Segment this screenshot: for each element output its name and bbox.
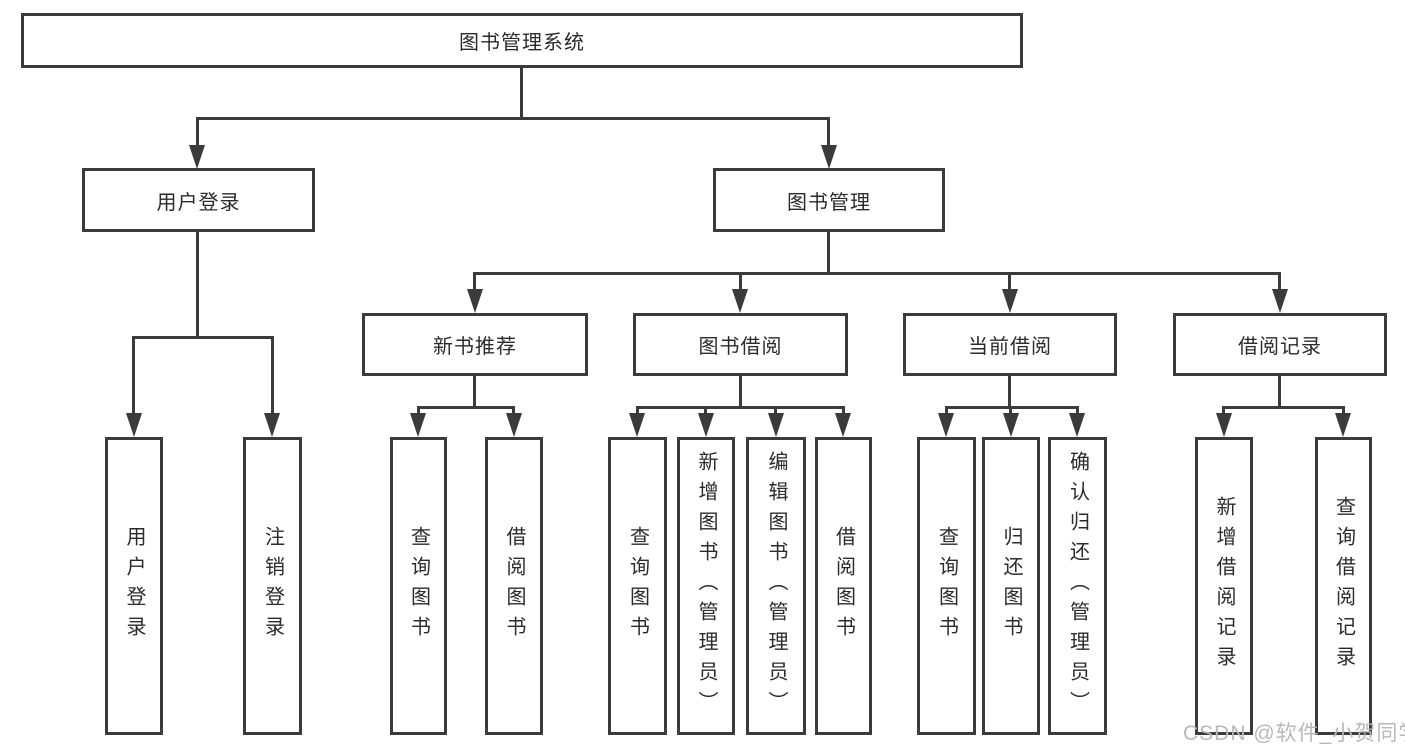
leaf-user-login: 用户登录 <box>105 437 163 735</box>
leaf-query-books-recommend: 查询图书 <box>390 437 447 735</box>
arrow-head <box>938 413 954 437</box>
connector-line <box>512 406 515 416</box>
connector-line <box>1076 406 1079 416</box>
leaf-label: 借阅图书 <box>503 526 525 646</box>
leaf-query-books-current: 查询图书 <box>917 437 976 735</box>
connector-line <box>1008 374 1011 406</box>
connector-line <box>417 406 420 416</box>
node-borrowing-records: 借阅记录 <box>1173 313 1387 376</box>
arrow-head <box>629 413 645 437</box>
arrow-head <box>1069 413 1085 437</box>
connector-line <box>473 374 476 406</box>
connector-line <box>132 336 135 416</box>
leaf-label: 编辑图书（管理员） <box>765 451 787 721</box>
arrow-head <box>126 413 142 437</box>
node-current-borrowing: 当前借阅 <box>903 313 1117 376</box>
leaf-confirm-return-admin: 确认归还（管理员） <box>1048 437 1107 735</box>
leaf-label: 借阅图书 <box>832 526 855 646</box>
leaf-edit-books-admin: 编辑图书（管理员） <box>746 437 806 735</box>
connector-line <box>1009 406 1012 416</box>
arrow-head <box>1003 413 1019 437</box>
arrow-head <box>410 413 426 437</box>
node-book-borrowing: 图书借阅 <box>633 313 848 376</box>
arrow-head <box>768 413 784 437</box>
leaf-borrow-books-recommend: 借阅图书 <box>485 437 543 735</box>
arrow-head <box>698 413 714 437</box>
connector-line <box>739 272 742 291</box>
connector-line <box>473 272 476 291</box>
leaf-query-borrow-record: 查询借阅记录 <box>1315 437 1372 735</box>
leaf-label: 确认归还（管理员） <box>1066 451 1089 721</box>
connector-line <box>196 117 199 147</box>
connector-line <box>1278 374 1281 406</box>
arrow-head <box>1272 289 1288 313</box>
connector-line <box>196 117 830 120</box>
arrow-head <box>821 145 837 169</box>
connector-line <box>520 66 523 117</box>
connector-line <box>827 117 830 147</box>
leaf-label: 归还图书 <box>1000 526 1022 646</box>
connector-line <box>473 272 1281 275</box>
connector-line <box>1008 272 1011 291</box>
connector-line <box>196 230 199 336</box>
node-root-library-system: 图书管理系统 <box>21 13 1023 68</box>
leaf-query-books-borrow: 查询图书 <box>608 437 667 735</box>
connector-line <box>842 406 845 416</box>
connector-line <box>774 406 777 416</box>
leaf-label: 查询图书 <box>407 526 430 646</box>
leaf-label: 注销登录 <box>261 526 284 646</box>
connector-line <box>417 406 515 409</box>
connector-line <box>827 230 830 275</box>
arrow-head <box>835 413 851 437</box>
connector-line <box>1278 272 1281 291</box>
connector-line <box>704 406 707 416</box>
leaf-label: 查询借阅记录 <box>1332 496 1355 676</box>
arrow-head <box>732 289 748 313</box>
leaf-add-books-admin: 新增图书（管理员） <box>677 437 735 735</box>
connector-line <box>1222 406 1345 409</box>
connector-line <box>132 336 274 339</box>
arrow-head <box>264 413 280 437</box>
node-new-book-recommendation: 新书推荐 <box>362 313 588 376</box>
connector-line <box>636 406 639 416</box>
arrow-head <box>467 289 483 313</box>
arrow-head <box>1335 413 1351 437</box>
csdn-watermark: CSDN @软件_小贺同学 <box>1183 722 1405 745</box>
leaf-label: 新增图书（管理员） <box>695 451 717 721</box>
leaf-label: 用户登录 <box>123 526 145 646</box>
connector-line <box>271 336 274 416</box>
connector-line <box>1222 406 1225 416</box>
node-user-login: 用户登录 <box>82 168 315 232</box>
leaf-label: 查询图书 <box>935 526 958 646</box>
connector-line <box>945 406 948 416</box>
leaf-return-books: 归还图书 <box>982 437 1040 735</box>
arrow-head <box>1002 289 1018 313</box>
node-book-management: 图书管理 <box>713 168 945 232</box>
connector-line <box>945 406 1079 409</box>
leaf-add-borrow-record: 新增借阅记录 <box>1195 437 1253 735</box>
arrow-head <box>1216 413 1232 437</box>
connector-line <box>739 374 742 406</box>
leaf-label: 查询图书 <box>626 526 649 646</box>
arrow-head <box>189 145 205 169</box>
leaf-label: 新增借阅记录 <box>1213 496 1235 676</box>
leaf-borrow-books: 借阅图书 <box>815 437 872 735</box>
leaf-logout: 注销登录 <box>243 437 302 735</box>
connector-line <box>636 406 845 409</box>
connector-line <box>1342 406 1345 416</box>
arrow-head <box>506 413 522 437</box>
